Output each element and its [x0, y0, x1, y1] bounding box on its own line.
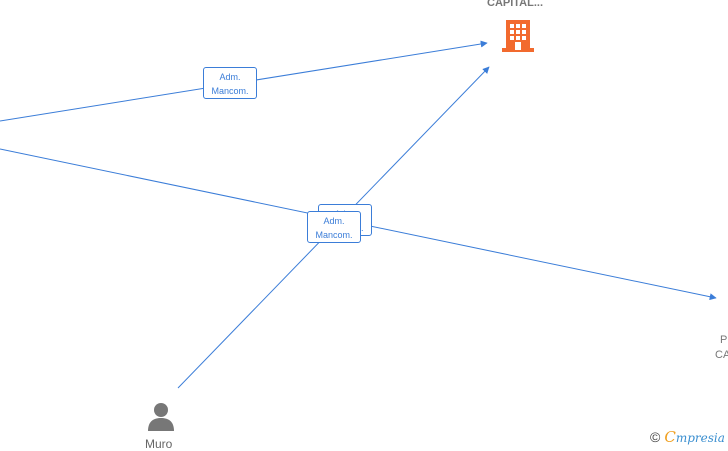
- person-icon[interactable]: [146, 401, 176, 431]
- edge-label-middle-front: Adm. Mancom.: [307, 211, 361, 243]
- edge-label-line2: Mancom.: [315, 230, 353, 240]
- person-name-label[interactable]: Muro: [145, 437, 173, 451]
- company-right-label-line1[interactable]: P: [720, 334, 728, 346]
- edge-label-line1: Adm.: [323, 216, 345, 226]
- company-right-label-line2[interactable]: CA: [715, 349, 728, 361]
- brand-name: mpresia: [675, 431, 725, 445]
- company-top-label[interactable]: CAPITAL...: [487, 0, 544, 9]
- edge-label-top: Adm. Mancom.: [203, 67, 257, 99]
- edge-label-line1: Adm.: [219, 72, 241, 82]
- empresia-watermark: ©Cmpresia: [650, 428, 725, 446]
- copyright-symbol: ©: [650, 429, 661, 445]
- edge-label-line2: Mancom.: [211, 86, 249, 96]
- brand-initial: C: [664, 428, 676, 446]
- building-icon[interactable]: [502, 18, 534, 52]
